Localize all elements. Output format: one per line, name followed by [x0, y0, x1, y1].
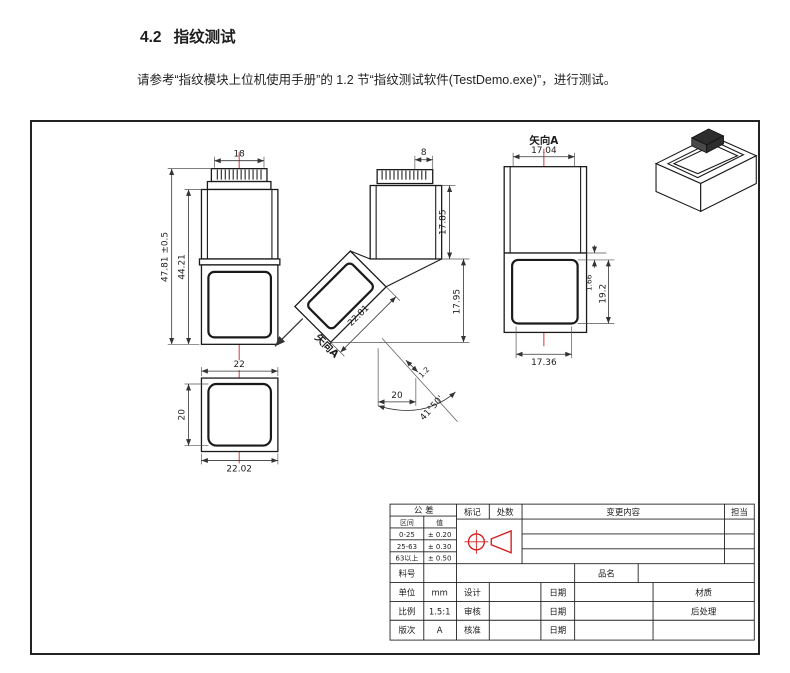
projection-symbol: [464, 529, 512, 554]
dim-side-upper-height: 17.85: [439, 209, 449, 235]
view-a-upper-body: [503, 166, 588, 254]
iso-connector-side: [706, 135, 724, 154]
side-connector: [376, 168, 434, 185]
bottom-window: [207, 382, 273, 447]
side-join-line-1: [350, 250, 371, 260]
tolerance-row3-value: ± 0.50: [428, 555, 451, 563]
approve-label: 核准: [464, 625, 481, 635]
title-block: 公 差 区间 值 0-25 ± 0.20 25-63 ± 0.30 63以上 ±…: [389, 503, 755, 641]
front-connector: [210, 168, 268, 183]
dim-side-lower-height: 17.95: [453, 289, 463, 315]
product-name-label: 品名: [598, 569, 615, 579]
side-dim-angle: 41°50': [378, 391, 456, 423]
rev-value: A: [437, 625, 443, 635]
view-a-window: [511, 258, 579, 325]
front-connector-pins: [216, 169, 262, 180]
section-number: 4.2: [140, 28, 162, 46]
side-dim-lower-height: 17.95: [330, 258, 470, 343]
front-dim-width: 18: [214, 150, 265, 168]
front-view: 18 47.81 ±0.5 44.21: [161, 150, 281, 361]
rev-label: 版次: [398, 625, 415, 635]
dim-front-body-height: 44.21: [178, 254, 188, 280]
rev-qty-header: 处数: [497, 507, 514, 517]
iso-view: [654, 128, 758, 213]
rev-content-header: 变更内容: [606, 507, 640, 517]
iso-right-face: [700, 154, 757, 213]
view-a-dim-window-height: 19.2: [577, 259, 615, 324]
side-dim-connector-width: 8: [414, 148, 434, 170]
tolerance-row1-range: 0-25: [399, 531, 415, 539]
tolerance-row2-range: 25-63: [397, 543, 417, 551]
rev-owner-header: 担当: [731, 507, 748, 517]
dim-a-window-height: 19.2: [598, 284, 608, 304]
front-sensor-window: [207, 270, 273, 339]
unit-label: 单位: [398, 587, 415, 597]
body-paragraph: 请参考“指纹模块上位机使用手册”的 1.2 节“指纹测试软件(TestDemo.…: [137, 72, 617, 87]
drawing-canvas: 18 47.81 ±0.5 44.21: [161, 128, 758, 641]
dim-side-small: 1.2: [417, 365, 432, 380]
tolerance-header: 公 差: [414, 505, 434, 515]
front-step: [198, 258, 281, 266]
tolerance-row1-value: ± 0.20: [428, 531, 451, 539]
scale-label: 比例: [398, 606, 415, 616]
dim-bottom-window-height: 20: [178, 409, 188, 421]
unit-value: mm: [431, 587, 447, 597]
bottom-dim-height: 20: [178, 383, 209, 446]
dim-side-connector-width: 8: [421, 148, 427, 158]
dim-a-bottom-width: 17.36: [531, 358, 557, 368]
side-connector-pins: [381, 170, 427, 180]
side-join-line-2: [385, 258, 442, 288]
dim-front-width: 18: [233, 150, 245, 160]
date-label-3: 日期: [549, 625, 566, 635]
design-label: 设计: [464, 587, 481, 597]
side-body: [369, 184, 443, 260]
view-a-dim-top-width: 17.04: [512, 146, 575, 167]
dim-bottom-outer-width: 22.02: [226, 464, 252, 474]
section-title: 指纹测试: [173, 28, 236, 46]
side-dim-upper-height: 17.85: [439, 185, 470, 260]
dim-a-step: 1.66: [585, 274, 594, 291]
dim-side-base: 20: [391, 391, 403, 401]
dim-a-top-width: 17.04: [531, 146, 557, 156]
side-angled-piece: [293, 250, 388, 344]
view-a: 矢向A 17.04 1.66: [503, 134, 615, 368]
title-block-border: [389, 503, 755, 641]
view-a-dim-bottom-width: 17.36: [515, 326, 573, 368]
iso-window-inner: [672, 144, 739, 175]
dim-bottom-width: 22: [233, 360, 244, 370]
tolerance-row3-range: 63以上: [396, 554, 419, 563]
bottom-view: 22 20 22.02: [178, 360, 279, 474]
rev-mark-header: 标记: [464, 507, 481, 517]
part-no-label: 料号: [398, 569, 415, 579]
side-view: 矢向A 22.81 1.2 20: [274, 148, 470, 423]
section-heading: 4.2 指纹测试: [140, 25, 236, 47]
engineering-drawing-frame: 18 47.81 ±0.5 44.21: [30, 120, 760, 655]
front-connector-flange: [206, 180, 272, 191]
date-label-2: 日期: [549, 606, 566, 616]
side-dim-small: 1.2: [405, 359, 432, 380]
view-a-title: 矢向A: [529, 134, 558, 147]
check-label: 审核: [464, 606, 481, 616]
tolerance-col-range: 区间: [400, 519, 414, 527]
scale-value: 1.5:1: [429, 606, 451, 616]
front-dim-total-height: 47.81 ±0.5: [161, 168, 212, 345]
tolerance-col-value: 值: [436, 518, 443, 527]
front-dim-body-height: 44.21: [178, 189, 202, 345]
front-upper-body: [200, 188, 279, 260]
date-label-1: 日期: [549, 587, 566, 597]
finish-label: 后处理: [691, 606, 717, 616]
material-label: 材质: [695, 587, 712, 597]
dim-front-total-height: 47.81 ±0.5: [161, 232, 171, 282]
side-dim-base: 20: [377, 348, 417, 406]
tolerance-row2-value: ± 0.30: [428, 543, 451, 551]
bottom-dim-width: 22: [201, 360, 279, 377]
bottom-dim-outer-width: 22.02: [201, 453, 279, 474]
